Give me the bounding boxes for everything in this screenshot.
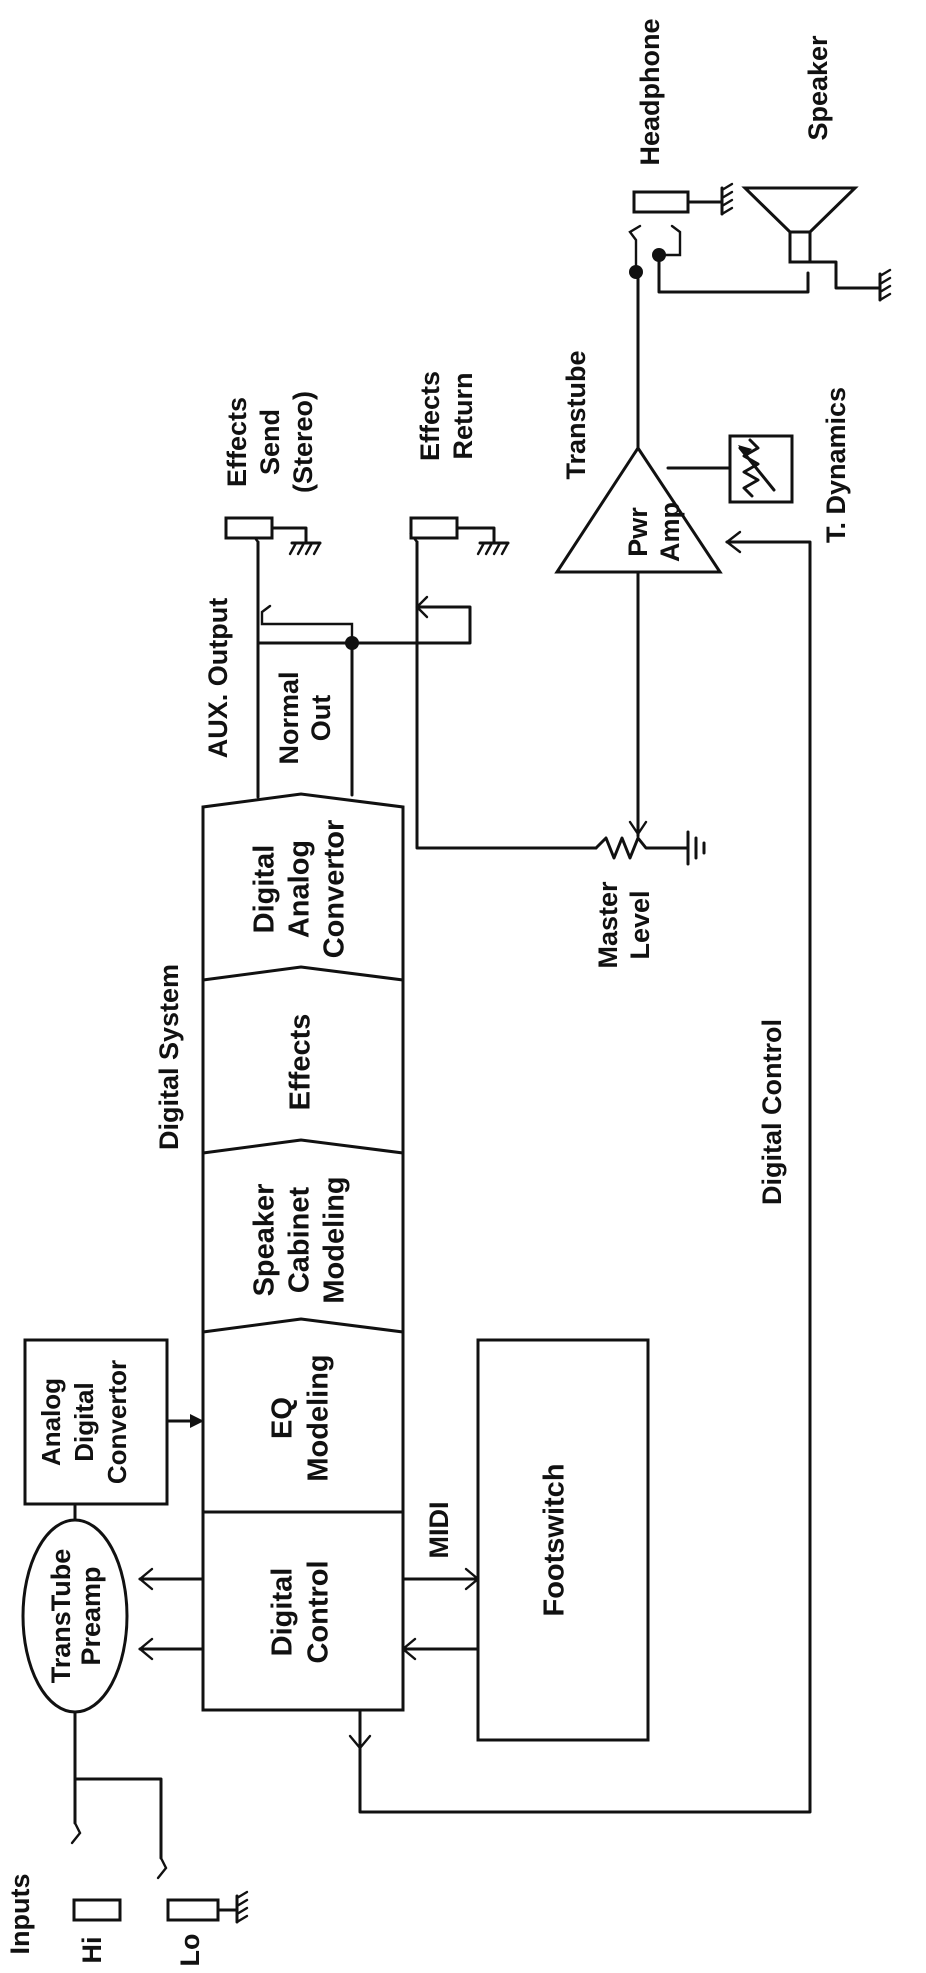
- digital-system-title: Digital System: [154, 964, 184, 1150]
- speaker-icon: [741, 186, 892, 302]
- t-dynamics-label: T. Dynamics: [821, 387, 851, 543]
- effects-block-label: Effects: [285, 1014, 317, 1111]
- digital-control-bus-label: Digital Control: [757, 1019, 787, 1205]
- dac-line1: Digital: [249, 845, 281, 934]
- pwr-amp-line2: Amp: [655, 502, 685, 562]
- input-hi-label: Hi: [77, 1937, 107, 1964]
- normal-out-line1: Normal: [274, 671, 304, 764]
- effects-send-jack: [224, 516, 322, 556]
- headphone-jack: [628, 182, 734, 274]
- eq-modeling-line1: EQ: [267, 1397, 299, 1439]
- footswitch-label: Footswitch: [539, 1463, 571, 1616]
- effects-return-jack: [409, 516, 510, 556]
- speaker-cabinet-line1: Speaker: [249, 1184, 281, 1297]
- speaker-cabinet-line3: Modeling: [319, 1176, 351, 1303]
- headphone-label: Headphone: [635, 18, 665, 165]
- adc-line3: Convertor: [102, 1360, 132, 1484]
- digital-control-line2: Control: [303, 1560, 335, 1663]
- eq-modeling-line2: Modeling: [303, 1354, 335, 1481]
- aux-output-label: AUX. Output: [203, 598, 233, 758]
- footswitch-block: Footswitch: [476, 1338, 650, 1742]
- transtube-label: Transtube: [561, 350, 591, 479]
- midi-label: MIDI: [424, 1502, 454, 1559]
- input-lo-label: Lo: [175, 1934, 205, 1967]
- transtube-preamp: TransTube Preamp: [21, 1518, 129, 1714]
- dac-line3: Convertor: [319, 820, 351, 959]
- analog-digital-convertor: Analog Digital Convertor: [23, 1338, 169, 1506]
- inputs-title: Inputs: [5, 1874, 35, 1955]
- master-level-line1: Master: [593, 881, 623, 969]
- speaker-label: Speaker: [803, 35, 833, 141]
- speaker-cabinet-line2: Cabinet: [284, 1186, 316, 1293]
- input-jacks: [72, 1890, 249, 1924]
- power-amp: Pwr Amp: [554, 445, 723, 574]
- digital-system-block: Digital System Digital Control EQ Modeli…: [154, 792, 405, 1712]
- adc-line1: Analog: [36, 1378, 66, 1466]
- adc-line2: Digital: [69, 1382, 99, 1461]
- normal-out-line2: Out: [306, 695, 336, 742]
- effects-send-line2: Send: [255, 409, 285, 475]
- digital-control-line1: Digital: [267, 1568, 299, 1657]
- effects-send-line3: (Stereo): [288, 391, 318, 493]
- effects-return-line2: Return: [448, 373, 478, 460]
- master-level-line2: Level: [625, 890, 655, 959]
- effects-send-line1: Effects: [222, 397, 252, 487]
- dac-line2: Analog: [284, 840, 316, 938]
- preamp-line2: Preamp: [76, 1566, 106, 1665]
- effects-return-line1: Effects: [415, 371, 445, 461]
- preamp-line1: TransTube: [46, 1549, 76, 1684]
- t-dynamics-control: [728, 434, 794, 504]
- pwr-amp-line1: Pwr: [623, 507, 653, 557]
